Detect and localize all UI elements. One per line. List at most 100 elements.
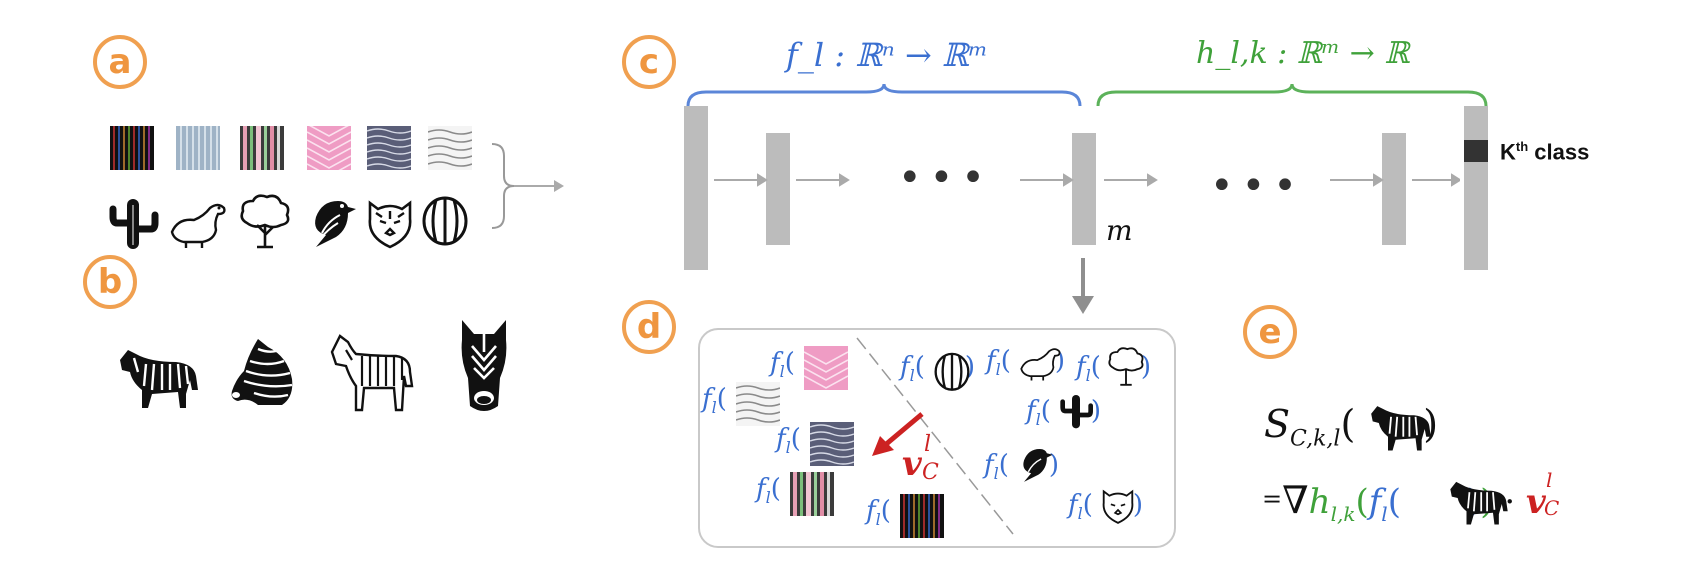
k-class-k: K [1500,139,1516,165]
fl-sub: l [779,362,785,382]
watermelon-icon [422,196,468,246]
texture-pink-chevrons [307,126,351,170]
ellipsis-left: ••• [898,155,993,201]
k-class-suffix: class [1528,139,1590,165]
fl-f: f [1076,352,1086,382]
cav-v-sub: C [922,460,939,485]
bird-icon [315,201,356,247]
texture-dark-waves-embedded [810,422,854,466]
cav-vector-arrow [872,412,924,456]
ellipsis-right: ••• [1210,163,1305,209]
texture-gray-waves-embedded [736,382,780,426]
k-class-unit [1464,140,1488,162]
fl-f: f [770,348,780,378]
layer-1 [766,133,790,245]
fl-sub: l [711,398,717,418]
v-sub: C [1543,496,1560,520]
label-b: b [97,262,123,302]
f-brace [686,84,1082,107]
fl-tiger: fl() [1068,490,1144,524]
activation-space-panel [698,328,1176,548]
fl-sub: l [909,366,915,386]
k-class-sup: th [1515,139,1529,154]
texture-blue-stripes [176,126,220,170]
texture-dark-stripes-embedded [900,494,944,538]
texture-dark-waves [367,126,411,170]
label-d: d [636,307,662,347]
layer-output [1464,106,1488,270]
dot-op: · [1504,482,1516,522]
zebra-input-icon-2 [1450,481,1508,525]
fl-sub: l [875,510,881,530]
fl-f: f [900,352,910,382]
input-brace-arrow [491,143,564,229]
zebra-input-icon [1371,406,1431,451]
texture-pink-chevrons-embedded [804,346,848,390]
v-sup: l [1545,468,1553,492]
cav-v: v [902,444,922,484]
zebra-walking-icon [120,350,198,408]
m-label: m [1106,214,1133,247]
texture-gray-waves [428,126,472,170]
tiger-icon-embedded [1102,489,1134,524]
fl-bird: fl() [984,450,1060,484]
score-sub: C,k,l [1290,426,1341,452]
label-c: c [638,42,660,82]
layer-arrows [714,173,1460,187]
watermelon-icon-embedded [934,352,970,391]
fl-sub: l [765,488,771,508]
f-sub: l [1381,501,1388,526]
score-s: S [1264,402,1291,446]
layer-l [1072,133,1096,245]
cav-v-sup: l [924,432,932,457]
tree-icon-embedded [1108,347,1144,386]
fl-dinosaur: fl() [986,346,1066,380]
cactus-icon [109,199,159,249]
fl-f: f [866,496,876,526]
fl-sub: l [1085,366,1091,386]
f-map-label: f_l : ℝⁿ → ℝᵐ [786,36,989,74]
zebra-head-icon [231,339,293,405]
texture-dark-stripes [110,126,154,170]
down-arrow [1072,258,1094,314]
fl-sub: l [995,360,1001,380]
fl-f: f [776,424,786,454]
fl-f: f [702,384,712,414]
label-c-badge: c [622,35,676,89]
zebra-standing-icon [330,334,414,412]
separating-line [856,337,1014,535]
fl-f: f [1026,396,1036,426]
h-symbol: h [1308,482,1331,522]
fl-f: f [756,474,766,504]
h-sub: l,k [1330,501,1356,526]
label-a-badge: a [93,35,147,89]
tiger-icon [368,200,412,249]
fl-sub: l [1035,410,1041,430]
fl-f: f [984,450,994,480]
fl-sub: l [993,464,999,484]
fl-f: f [986,346,996,376]
fl-watermelon: fl() [900,352,976,386]
tree-icon [240,194,290,249]
label-b-badge: b [83,255,137,309]
h-brace [1096,84,1488,107]
dinosaur-icon-embedded [1020,348,1061,381]
label-a: a [108,42,132,82]
dinosaur-icon [170,203,226,248]
label-d-badge: d [622,300,676,354]
texture-pink-green-embedded [790,472,834,516]
fl-f: f [1068,490,1078,520]
fl-cactus: fl() [1026,396,1102,430]
v-symbol: v [1525,482,1546,522]
eq-sign: = [1262,485,1283,513]
layer-input [684,106,708,270]
fl-sub: l [1077,504,1083,524]
label-e-badge: e [1243,305,1297,359]
bird-icon-embedded [1023,449,1053,482]
texture-pink-green-stripes [240,126,284,170]
k-class-label: Kth class [1500,139,1589,165]
f-symbol: f [1368,482,1382,522]
nabla: ∇ [1282,478,1309,522]
layer-penultimate [1382,133,1406,245]
